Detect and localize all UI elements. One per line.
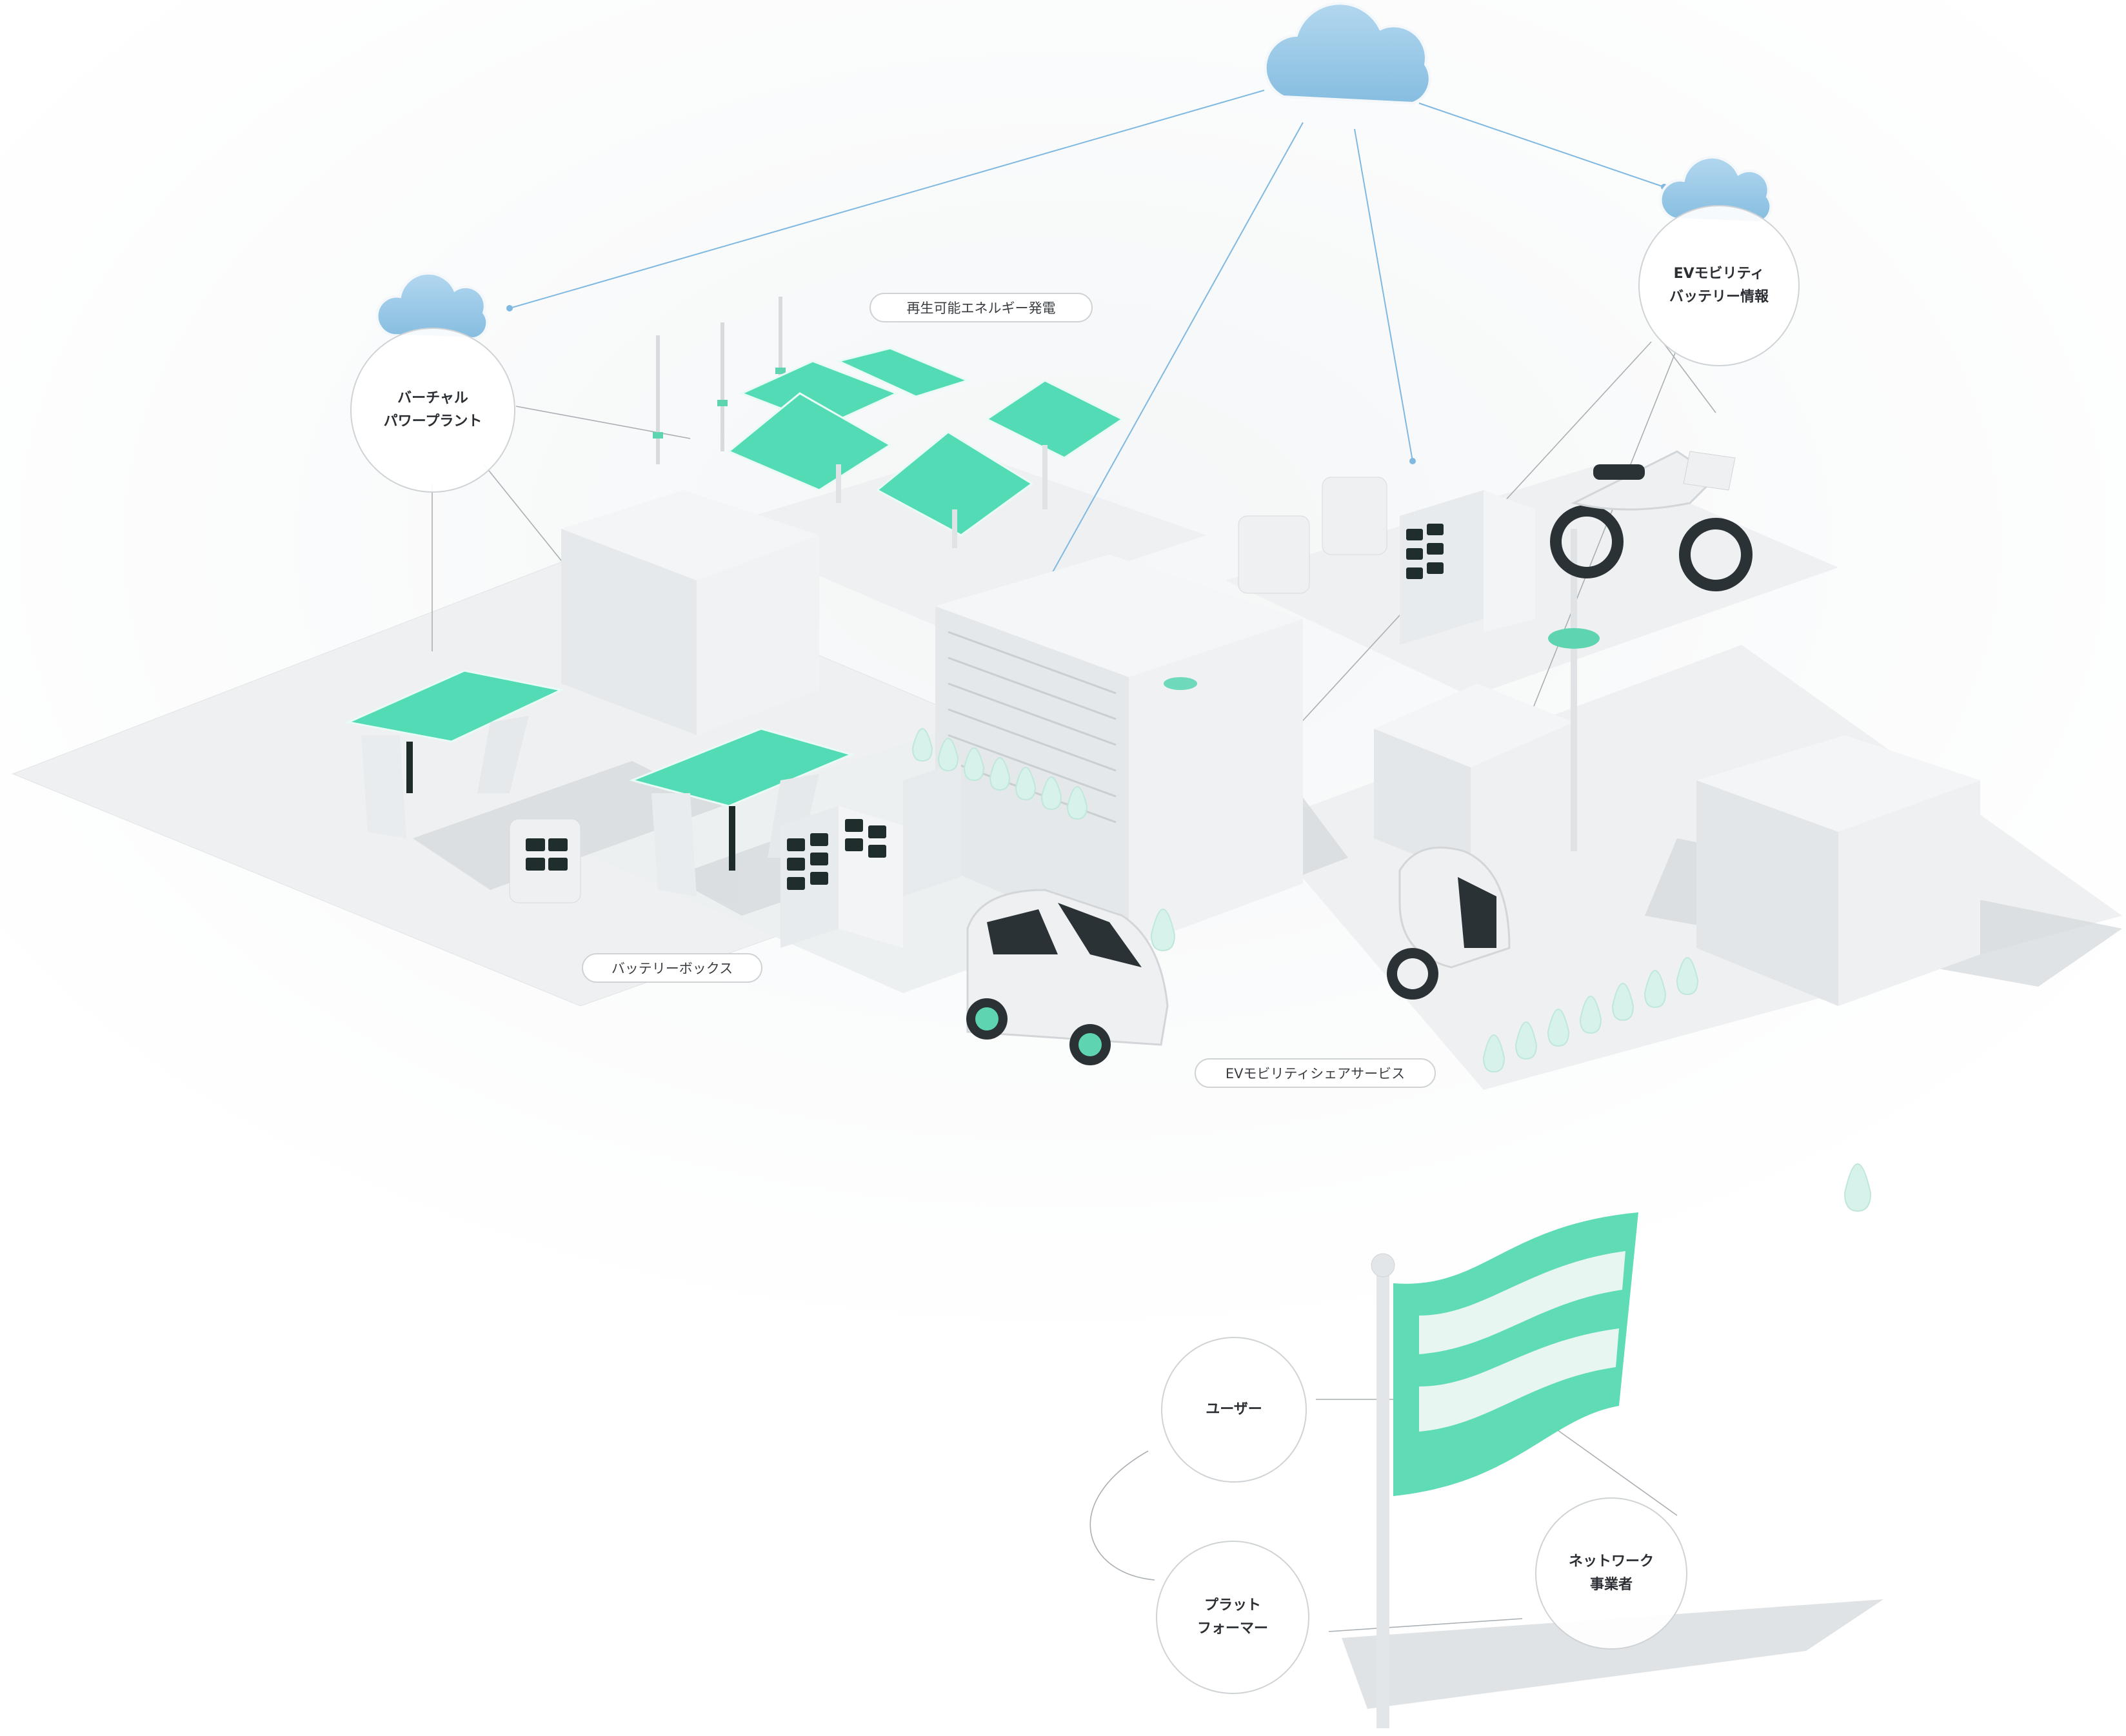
building-back-left <box>561 490 819 735</box>
cloud-icon <box>375 2 1773 340</box>
battery-towers <box>780 490 1535 948</box>
vpp-label-line2: パワープラント <box>383 413 482 429</box>
platformer-label: プラット フォーマー <box>1156 1541 1309 1694</box>
network-line2: 事業者 <box>1589 1577 1633 1593</box>
battery-box-label: バッテリーボックス <box>582 953 762 983</box>
ev-info-line1: EVモビリティ <box>1673 266 1765 282</box>
building-center <box>935 555 1303 948</box>
vpp-label-line1: バーチャル <box>397 390 468 406</box>
building-mid-right <box>1374 684 1574 877</box>
ev-scooter <box>1387 846 1511 1000</box>
carport-middle <box>629 727 855 896</box>
virtual-power-plant-label: バーチャル パワープラント <box>350 328 515 493</box>
ev-car <box>966 889 1169 1065</box>
ev-battery-info-label: EVモビリティ バッテリー情報 <box>1638 205 1800 366</box>
share-service-label: EVモビリティシェアサービス <box>1195 1058 1436 1088</box>
network-operator-label: ネットワーク 事業者 <box>1535 1497 1687 1650</box>
solar-posts <box>836 445 1048 548</box>
solar-field <box>727 347 1124 537</box>
platformer-line1: プラット <box>1204 1597 1261 1613</box>
street-lamp <box>1548 529 1600 851</box>
renewable-energy-label: 再生可能エネルギー発電 <box>869 293 1093 322</box>
ev-bike <box>1550 450 1753 591</box>
carport-left <box>344 669 564 838</box>
turbine-rings <box>653 368 786 439</box>
user-label: ユーザー <box>1161 1337 1307 1483</box>
building-right-large <box>1696 735 1980 1006</box>
trees <box>911 728 1872 1212</box>
ev-info-line2: バッテリー情報 <box>1669 289 1769 305</box>
user-text: ユーザー <box>1206 1401 1262 1417</box>
battery-carts <box>509 477 1387 903</box>
flag <box>1371 1212 1638 1728</box>
platformer-line2: フォーマー <box>1197 1621 1268 1637</box>
network-line1: ネットワーク <box>1568 1554 1654 1570</box>
